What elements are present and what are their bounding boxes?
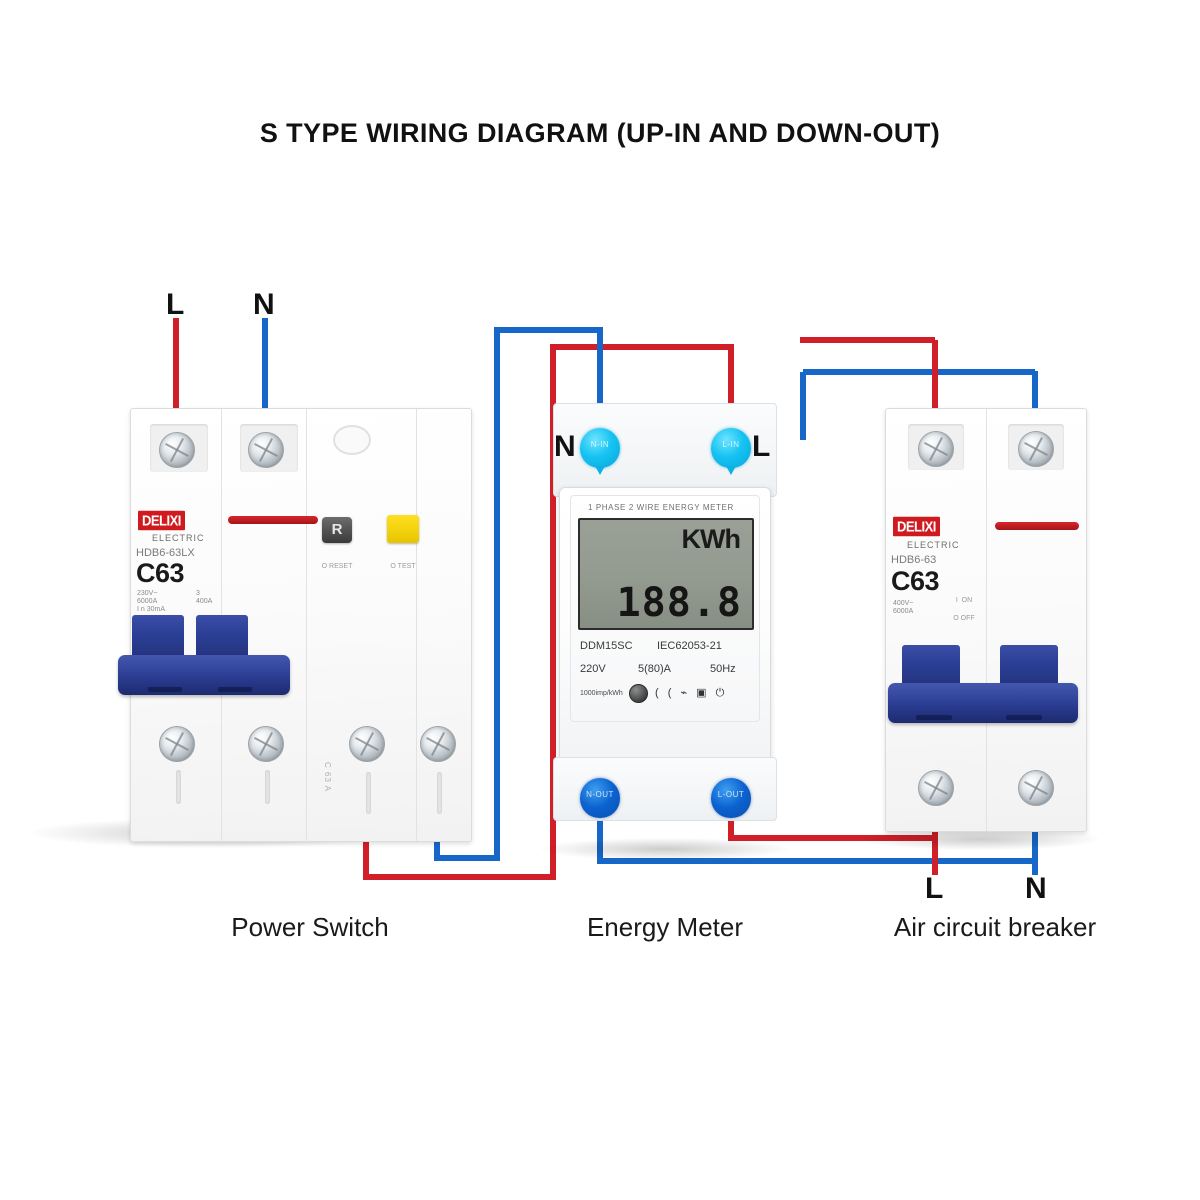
label-output-neutral: N: [1025, 872, 1047, 905]
acb-brand: DELIXI: [893, 516, 940, 537]
acb-rating: C63: [891, 566, 940, 596]
acb-model: HDB6-63: [891, 554, 937, 566]
lcd-value: 188.8: [616, 580, 742, 626]
label-meter-in-live: L: [752, 430, 771, 463]
pole-divider-2: [306, 409, 307, 841]
rcd-test-caption: O TEST: [390, 563, 416, 570]
power-switch-terminal-bottom-b[interactable]: [248, 726, 284, 762]
pole-divider-3: [416, 409, 417, 841]
power-switch-terminal-bottom-neutral[interactable]: [420, 726, 456, 762]
meter-voltage: 220V: [580, 663, 606, 675]
meter-terminal-in-neutral-glyph: N-IN: [590, 440, 610, 449]
power-switch-red-bar: [228, 516, 318, 524]
label-input-live: L: [166, 288, 185, 321]
power-switch-terminal-bottom-live[interactable]: [349, 726, 385, 762]
acb-brand-sub: ELECTRIC: [907, 540, 960, 550]
label-meter-in-neutral: N: [554, 430, 576, 463]
acb-spec: 400V~ 6000A: [893, 600, 914, 615]
power-switch-slot-3: [366, 772, 371, 814]
acb-lever-notch-1: [916, 715, 952, 720]
power-switch-side-text: C 63 A: [323, 762, 332, 793]
power-switch-brand-sub: ELECTRIC: [152, 533, 205, 543]
meter-shadow: [540, 838, 790, 860]
device-air-circuit-breaker[interactable]: [885, 408, 1087, 832]
lever-bar: [118, 655, 290, 695]
rcd-reset-caption: O RESET: [321, 563, 353, 570]
meter-pulse-rate: 1000imp/kWh: [580, 690, 623, 697]
power-switch-terminal-top-live[interactable]: [159, 432, 195, 468]
power-switch-terminal-bottom-a[interactable]: [159, 726, 195, 762]
power-switch-rating: C63: [136, 558, 185, 588]
acb-terminal-top-neutral[interactable]: [1018, 431, 1054, 467]
meter-terminal-out-live[interactable]: L-OUT: [711, 778, 751, 818]
power-switch-terminal-top-neutral[interactable]: [248, 432, 284, 468]
acb-pole-divider: [986, 409, 987, 831]
acb-red-bar: [995, 522, 1079, 530]
label-output-live: L: [925, 872, 944, 905]
meter-terminal-in-neutral[interactable]: N-IN: [580, 428, 620, 475]
caption-air-circuit-breaker: Air circuit breaker: [893, 912, 1097, 942]
meter-terminal-in-live[interactable]: L-IN: [711, 428, 751, 475]
meter-frequency: 50Hz: [710, 663, 736, 675]
lever-notch-1: [148, 687, 182, 692]
meter-current: 5(80)A: [638, 663, 672, 675]
acb-lever-notch-2: [1006, 715, 1042, 720]
rcd-reset-button[interactable]: R: [322, 517, 352, 543]
meter-lcd: KWh 188.8: [578, 518, 754, 630]
power-switch-slot-2: [265, 770, 270, 804]
lcd-unit-label: KWh: [681, 524, 741, 554]
acb-onoff-legend: I ON O OFF: [953, 597, 975, 622]
lever-notch-2: [218, 687, 252, 692]
power-switch-toggle-lever[interactable]: [118, 615, 298, 710]
meter-terminal-in-live-glyph: L-IN: [722, 440, 740, 449]
rcd-test-button[interactable]: [387, 515, 419, 543]
meter-standard: IEC62053-21: [657, 640, 722, 652]
rcd-indicator-window: [333, 425, 371, 455]
meter-terminal-out-neutral-glyph: N-OUT: [586, 790, 614, 799]
power-switch-model: HDB6-63LX: [136, 547, 195, 559]
meter-terminal-out-neutral[interactable]: N-OUT: [580, 778, 620, 818]
acb-terminal-bottom-neutral[interactable]: [1018, 770, 1054, 806]
breaker-shadow: [860, 828, 1100, 850]
power-switch-spec-right: 3 400A: [196, 590, 213, 605]
meter-pulse-led: [629, 684, 648, 703]
page-title: S TYPE WIRING DIAGRAM (UP-IN AND DOWN-OU…: [259, 118, 941, 148]
power-switch-spec: 230V~ 6000A I n 30mA: [137, 590, 166, 613]
meter-certification-marks: ( ( ⌁ ▣ ⏻: [655, 687, 728, 699]
power-switch-slot-1: [176, 770, 181, 804]
meter-header-text: 1 PHASE 2 WIRE ENERGY METER: [588, 503, 734, 512]
meter-model: DDM15SC: [580, 640, 633, 652]
caption-power-switch: Power Switch: [231, 912, 389, 942]
label-input-neutral: N: [253, 288, 275, 321]
caption-energy-meter: Energy Meter: [586, 912, 744, 942]
acb-terminal-bottom-live[interactable]: [918, 770, 954, 806]
power-switch-slot-4: [437, 772, 442, 814]
power-switch-brand: DELIXI: [138, 510, 185, 531]
meter-terminal-out-live-glyph: L-OUT: [717, 790, 745, 799]
acb-toggle-lever[interactable]: [888, 645, 1084, 735]
acb-terminal-top-live[interactable]: [918, 431, 954, 467]
